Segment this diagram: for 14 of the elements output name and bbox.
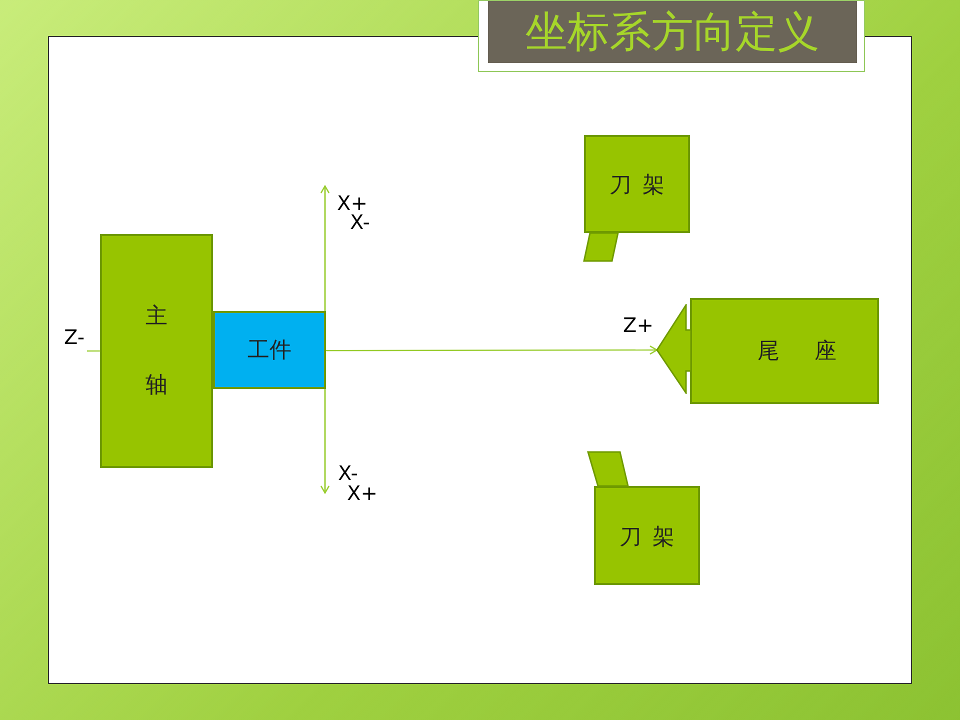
node-label: 刀 架 (618, 524, 676, 552)
title: 坐标系方向定义 (488, 1, 857, 63)
node-label: 刀 架 (608, 172, 666, 200)
workpiece-box (213, 311, 326, 389)
axis-label: Z+ (623, 313, 654, 337)
tool-post-drawing (583, 135, 690, 262)
axis-label: Z- (64, 325, 85, 349)
node-label: 主轴 (144, 303, 168, 400)
node-label: 工件 (248, 337, 292, 365)
block-arrow (656, 304, 692, 394)
tailstock-box (690, 298, 879, 404)
node-label: 尾 座 (758, 338, 836, 366)
tool-post-drawing (587, 451, 700, 585)
spindle-box (100, 234, 213, 468)
